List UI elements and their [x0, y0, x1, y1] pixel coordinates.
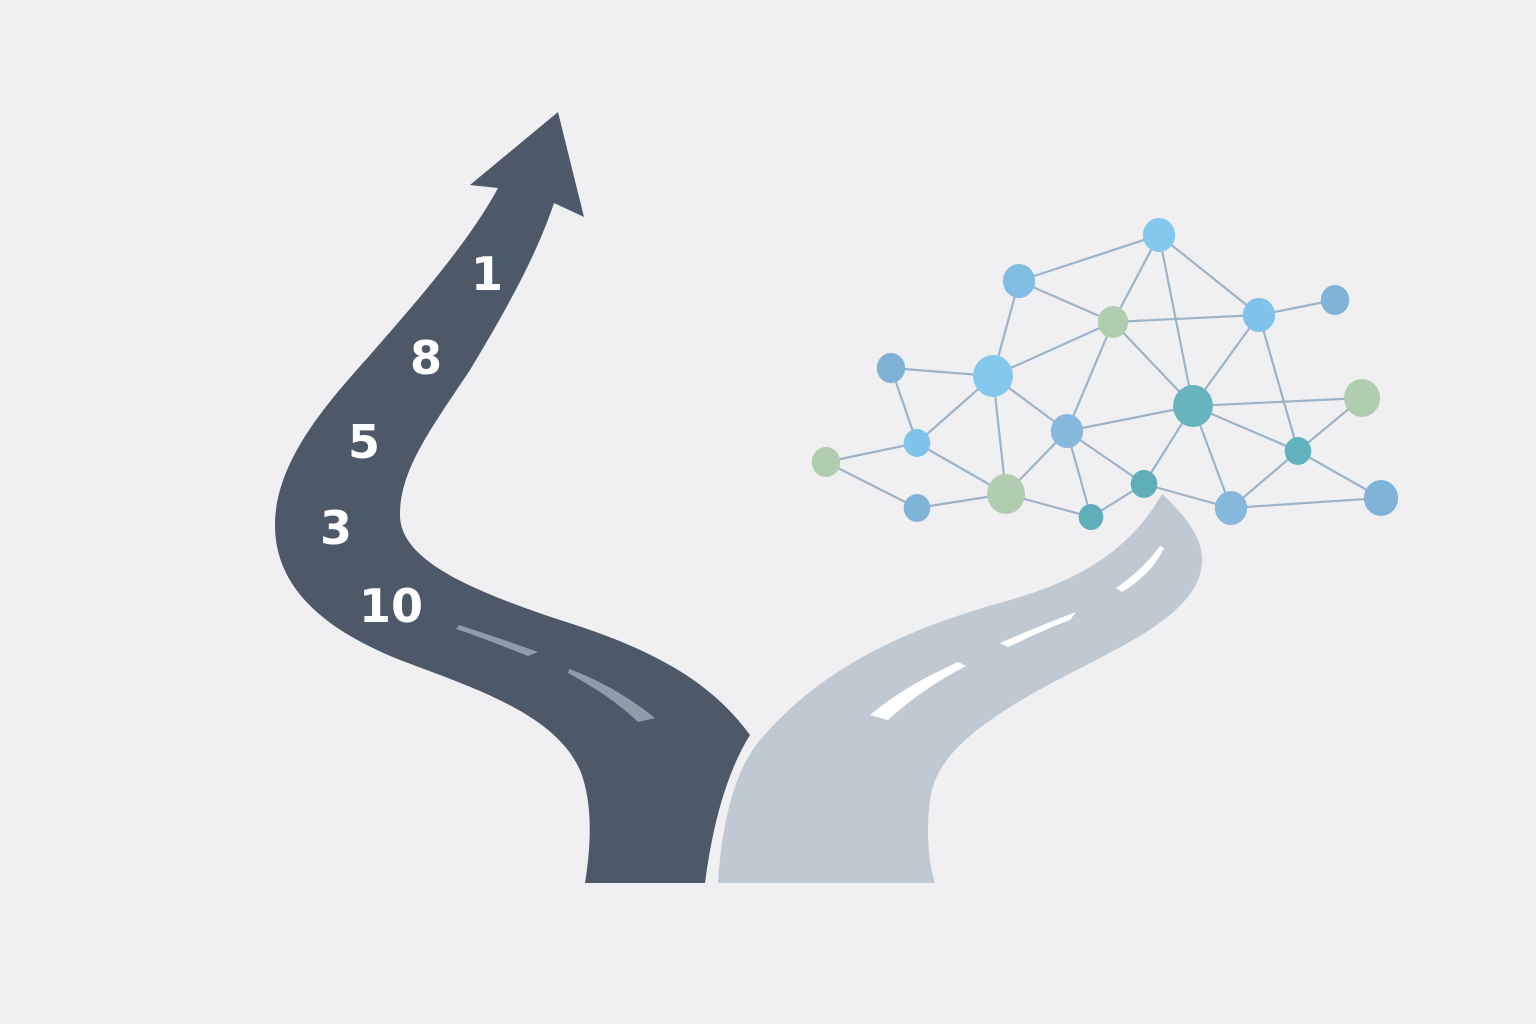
road-number-label: 10 [359, 579, 423, 633]
light-road [718, 494, 1203, 883]
road-number-label: 1 [471, 247, 503, 301]
network-edge [1018, 279, 1114, 324]
network-node [1078, 504, 1104, 530]
network-nodes [811, 218, 1399, 530]
network-node [811, 447, 841, 477]
lane-marking [1116, 546, 1164, 592]
network-node [1363, 480, 1399, 516]
light-road-surface [718, 494, 1203, 883]
network-node [1343, 379, 1381, 417]
road-number-label: 5 [348, 415, 380, 469]
network-node [1320, 285, 1350, 315]
network-edge [1257, 314, 1300, 452]
network-node [1050, 414, 1084, 448]
network-node [1130, 470, 1158, 498]
network-edge [1065, 321, 1115, 432]
network-edge [1018, 233, 1160, 283]
network-node [1097, 306, 1129, 338]
network-graph [811, 218, 1399, 530]
road-number-label: 8 [410, 331, 442, 385]
network-node [1002, 264, 1036, 298]
network-edge [1230, 496, 1382, 510]
network-node [987, 474, 1025, 514]
road-number-label: 3 [320, 501, 352, 555]
network-node [1173, 385, 1213, 427]
network-node [1214, 491, 1248, 525]
network-edge [1112, 313, 1260, 324]
lane-marking [1000, 612, 1076, 647]
network-edge [992, 320, 1114, 378]
network-node [903, 494, 931, 522]
network-edge [1157, 234, 1195, 407]
network-edge [825, 441, 918, 464]
network-node [973, 355, 1013, 397]
network-node [903, 429, 931, 457]
lane-marking [870, 662, 966, 720]
network-edge [825, 461, 918, 509]
network-node [876, 353, 906, 383]
network-edge [1066, 404, 1194, 433]
network-edge [1158, 234, 1260, 316]
lane-marking [568, 669, 655, 722]
network-node [1284, 437, 1312, 465]
network-node [1142, 218, 1176, 252]
network-node [1242, 298, 1276, 332]
road-numbers: 185 310 [320, 247, 503, 633]
lane-marking [456, 625, 538, 656]
network-edge [1192, 396, 1363, 408]
dark-road-arrow: 185 310 [275, 112, 750, 883]
dark-road-surface [275, 112, 750, 883]
